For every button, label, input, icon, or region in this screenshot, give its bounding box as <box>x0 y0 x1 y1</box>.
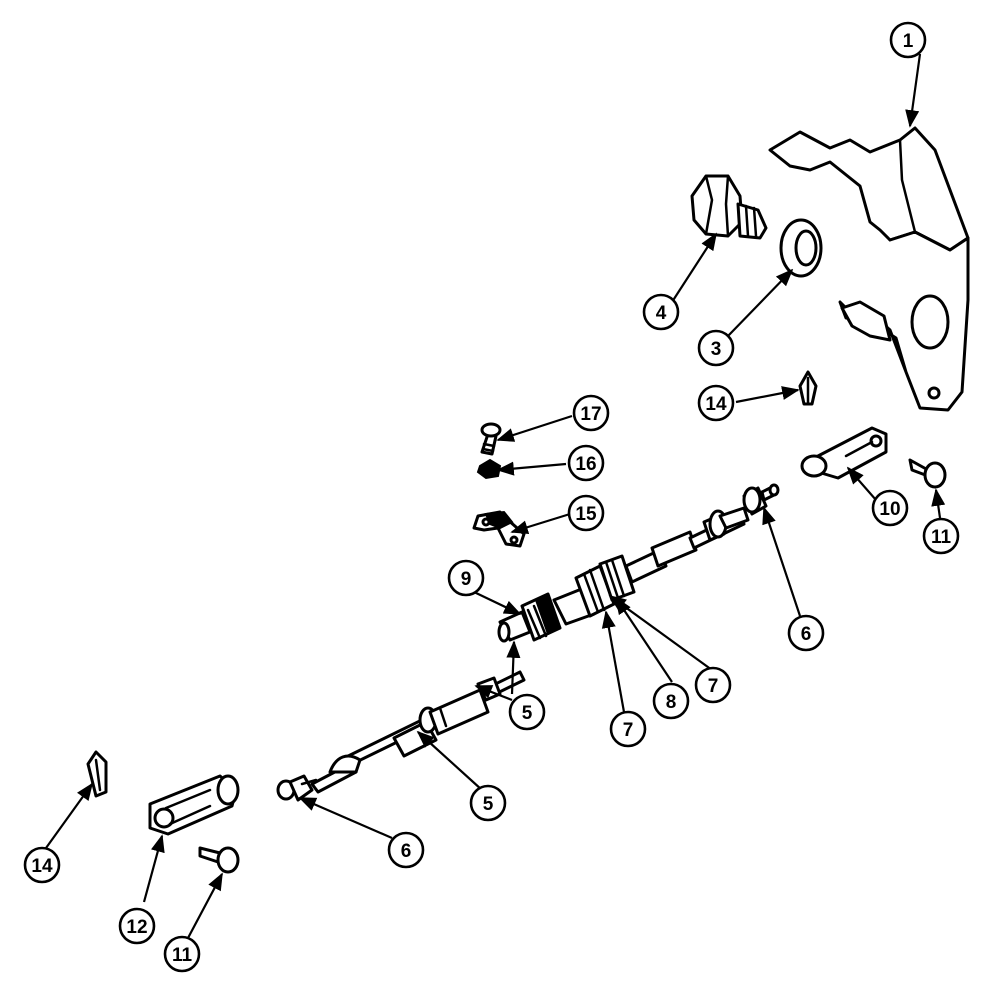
clevis-pin-part-right <box>908 458 947 489</box>
callout-11-right: 11 <box>922 517 960 555</box>
svg-text:11: 11 <box>931 527 952 548</box>
svg-text:12: 12 <box>126 917 147 938</box>
svg-text:8: 8 <box>666 692 677 713</box>
svg-text:5: 5 <box>483 794 494 815</box>
callout-14-top: 14 <box>697 384 735 422</box>
bolt-part <box>480 422 502 456</box>
cotter-pin-part-bottom <box>86 750 108 798</box>
svg-text:16: 16 <box>575 454 596 475</box>
callout-16: 16 <box>567 444 605 482</box>
svg-text:4: 4 <box>656 303 667 324</box>
cable-assembly-part <box>276 483 780 802</box>
callout-7-right: 7 <box>694 666 732 704</box>
clamp-part <box>472 510 526 548</box>
hex-fitting-part <box>690 174 768 240</box>
washer-part <box>779 218 823 278</box>
callout-17: 17 <box>572 394 610 432</box>
callout-14-bottom: 14 <box>23 846 61 884</box>
callout-5-lower: 5 <box>469 784 507 822</box>
callout-9: 9 <box>447 559 485 597</box>
svg-text:7: 7 <box>623 720 634 741</box>
callout-5-upper: 5 <box>508 693 546 731</box>
leader-lines <box>45 53 946 939</box>
callouts: 1 3 4 14 17 16 15 10 11 9 6 7 8 7 5 5 6 … <box>23 21 960 973</box>
svg-text:1: 1 <box>903 31 914 52</box>
svg-text:10: 10 <box>879 499 900 520</box>
cotter-pin-part-top <box>798 370 818 406</box>
callout-3: 3 <box>697 329 735 367</box>
callout-11-left: 11 <box>163 935 201 973</box>
callout-4: 4 <box>642 293 680 331</box>
nut-part <box>476 458 502 480</box>
svg-text:7: 7 <box>708 676 719 697</box>
callout-1: 1 <box>889 21 927 59</box>
callout-7-left: 7 <box>609 710 647 748</box>
callout-8: 8 <box>652 682 690 720</box>
callout-6-right: 6 <box>787 614 825 652</box>
callout-12: 12 <box>118 907 156 945</box>
clevis-part-right <box>800 426 888 480</box>
clevis-part-left <box>148 774 240 836</box>
svg-text:9: 9 <box>461 569 472 590</box>
bracket-part <box>768 126 970 412</box>
svg-text:6: 6 <box>801 624 812 645</box>
svg-text:17: 17 <box>580 404 601 425</box>
svg-text:5: 5 <box>522 703 533 724</box>
svg-text:3: 3 <box>711 339 722 360</box>
callout-6-left: 6 <box>387 831 425 869</box>
svg-text:11: 11 <box>172 945 193 966</box>
callout-10: 10 <box>871 489 909 527</box>
svg-text:15: 15 <box>575 504 597 525</box>
callout-15: 15 <box>567 494 605 532</box>
svg-text:6: 6 <box>401 841 412 862</box>
svg-text:14: 14 <box>705 394 727 415</box>
clevis-pin-part-left <box>198 846 240 874</box>
svg-text:14: 14 <box>31 856 53 877</box>
